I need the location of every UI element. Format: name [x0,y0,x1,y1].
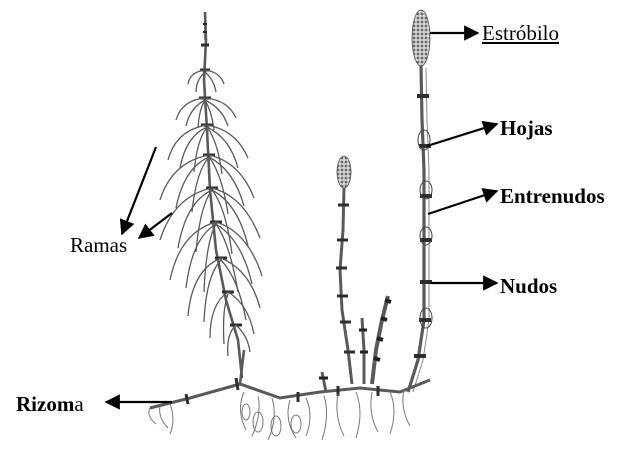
label-ramas: Ramas [70,233,127,257]
arrow-hojas [427,124,497,146]
small-fertile-stem [319,156,391,392]
label-hojas: Hojas [500,116,553,140]
sterile-stem [160,12,262,378]
arrow-ramas-upper [122,147,156,234]
label-rizoma: Rizoma [16,392,84,416]
arrow-entrenudos [428,191,497,214]
label-rizoma-rest: a [74,392,83,416]
label-entrenudos: Entrenudos [500,184,605,208]
label-arrows [106,33,497,402]
label-rizoma-bold: Rizom [16,392,74,416]
rhizome [149,350,430,440]
label-estrobilo: Estróbilo [482,21,559,45]
arrow-ramas-lower [139,213,172,238]
tall-fertile-stem [408,10,432,392]
label-nudos: Nudos [500,274,557,298]
